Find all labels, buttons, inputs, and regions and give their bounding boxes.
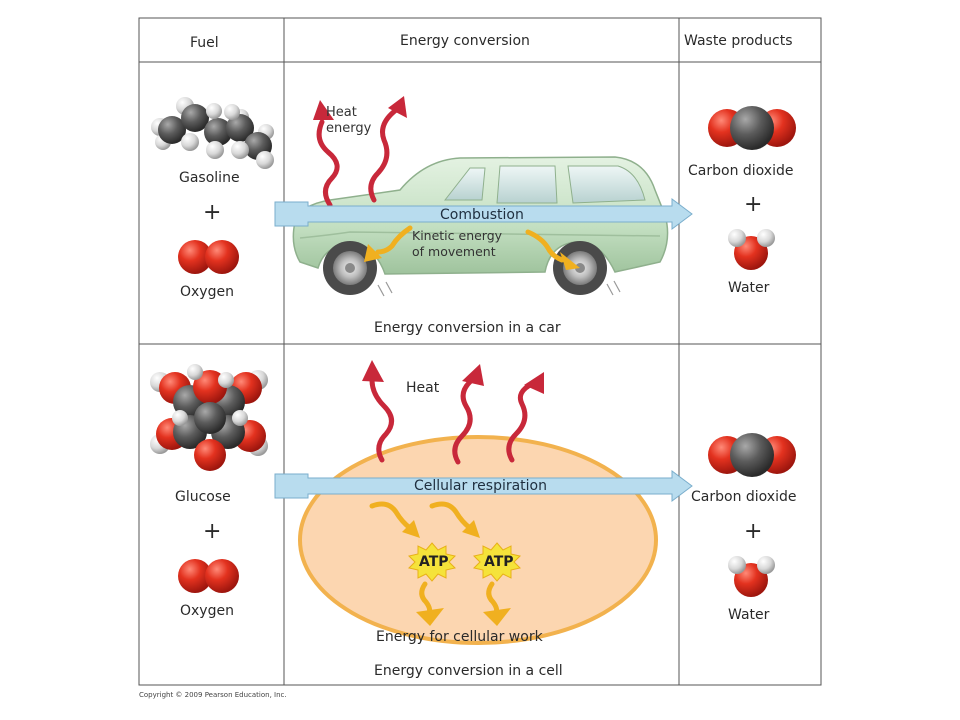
atp-burst-1 — [408, 542, 456, 582]
heat-arrowheads-car — [313, 96, 407, 120]
kinetic-energy-label: Kinetic energy of movement — [412, 228, 503, 259]
water-label-car: Water — [728, 280, 770, 296]
cell-body — [298, 435, 658, 645]
water-molecule-car — [728, 229, 775, 270]
heat-label-cell: Heat — [406, 380, 440, 396]
heat-energy-label: Heat energy — [326, 105, 372, 136]
plus-sign-fuel-car: + — [203, 200, 222, 225]
atp-label-1: ATP — [419, 554, 449, 570]
atp-input-arrows — [369, 501, 480, 538]
heat-arrowheads-cell — [362, 360, 544, 394]
cellular-work-label: Energy for cellular work — [376, 629, 543, 645]
co2-molecule-cell — [708, 433, 796, 477]
water-label-cell: Water — [728, 607, 770, 623]
atp-label-2: ATP — [484, 554, 514, 570]
carbon-dioxide-label-cell: Carbon dioxide — [691, 489, 797, 505]
table-grid — [138, 17, 822, 686]
atp-burst-2 — [473, 542, 521, 582]
plus-sign-fuel-cell: + — [203, 519, 222, 544]
cell-caption: Energy conversion in a cell — [374, 663, 563, 679]
respiration-arrow — [274, 470, 693, 502]
gasoline-molecule — [151, 97, 274, 169]
gasoline-label: Gasoline — [179, 170, 240, 186]
glucose-molecule — [150, 364, 268, 471]
copyright-notice: Copyright © 2009 Pearson Education, Inc. — [139, 691, 287, 699]
water-molecule-cell — [728, 556, 775, 597]
heat-arrows-cell — [369, 377, 535, 465]
atp-output-arrows — [416, 581, 511, 626]
car-caption: Energy conversion in a car — [374, 320, 561, 336]
combustion-arrow — [274, 198, 693, 230]
header-fuel: Fuel — [190, 35, 219, 51]
car-illustration — [292, 156, 669, 297]
combustion-label: Combustion — [440, 207, 524, 223]
kinetic-arrows — [364, 225, 580, 270]
plus-sign-waste-cell: + — [744, 519, 763, 544]
header-waste-products: Waste products — [684, 33, 793, 49]
cellular-respiration-label: Cellular respiration — [414, 478, 547, 494]
oxygen-molecule-cell — [178, 559, 239, 593]
header-energy-conversion: Energy conversion — [400, 33, 530, 49]
plus-sign-waste-car: + — [744, 192, 763, 217]
oxygen-molecule-car — [178, 240, 239, 274]
oxygen-label-cell: Oxygen — [180, 603, 234, 619]
heat-arrows-car — [316, 107, 399, 208]
co2-molecule-car — [708, 106, 796, 150]
glucose-label: Glucose — [175, 489, 231, 505]
oxygen-label-car: Oxygen — [180, 284, 234, 300]
carbon-dioxide-label-car: Carbon dioxide — [688, 163, 794, 179]
